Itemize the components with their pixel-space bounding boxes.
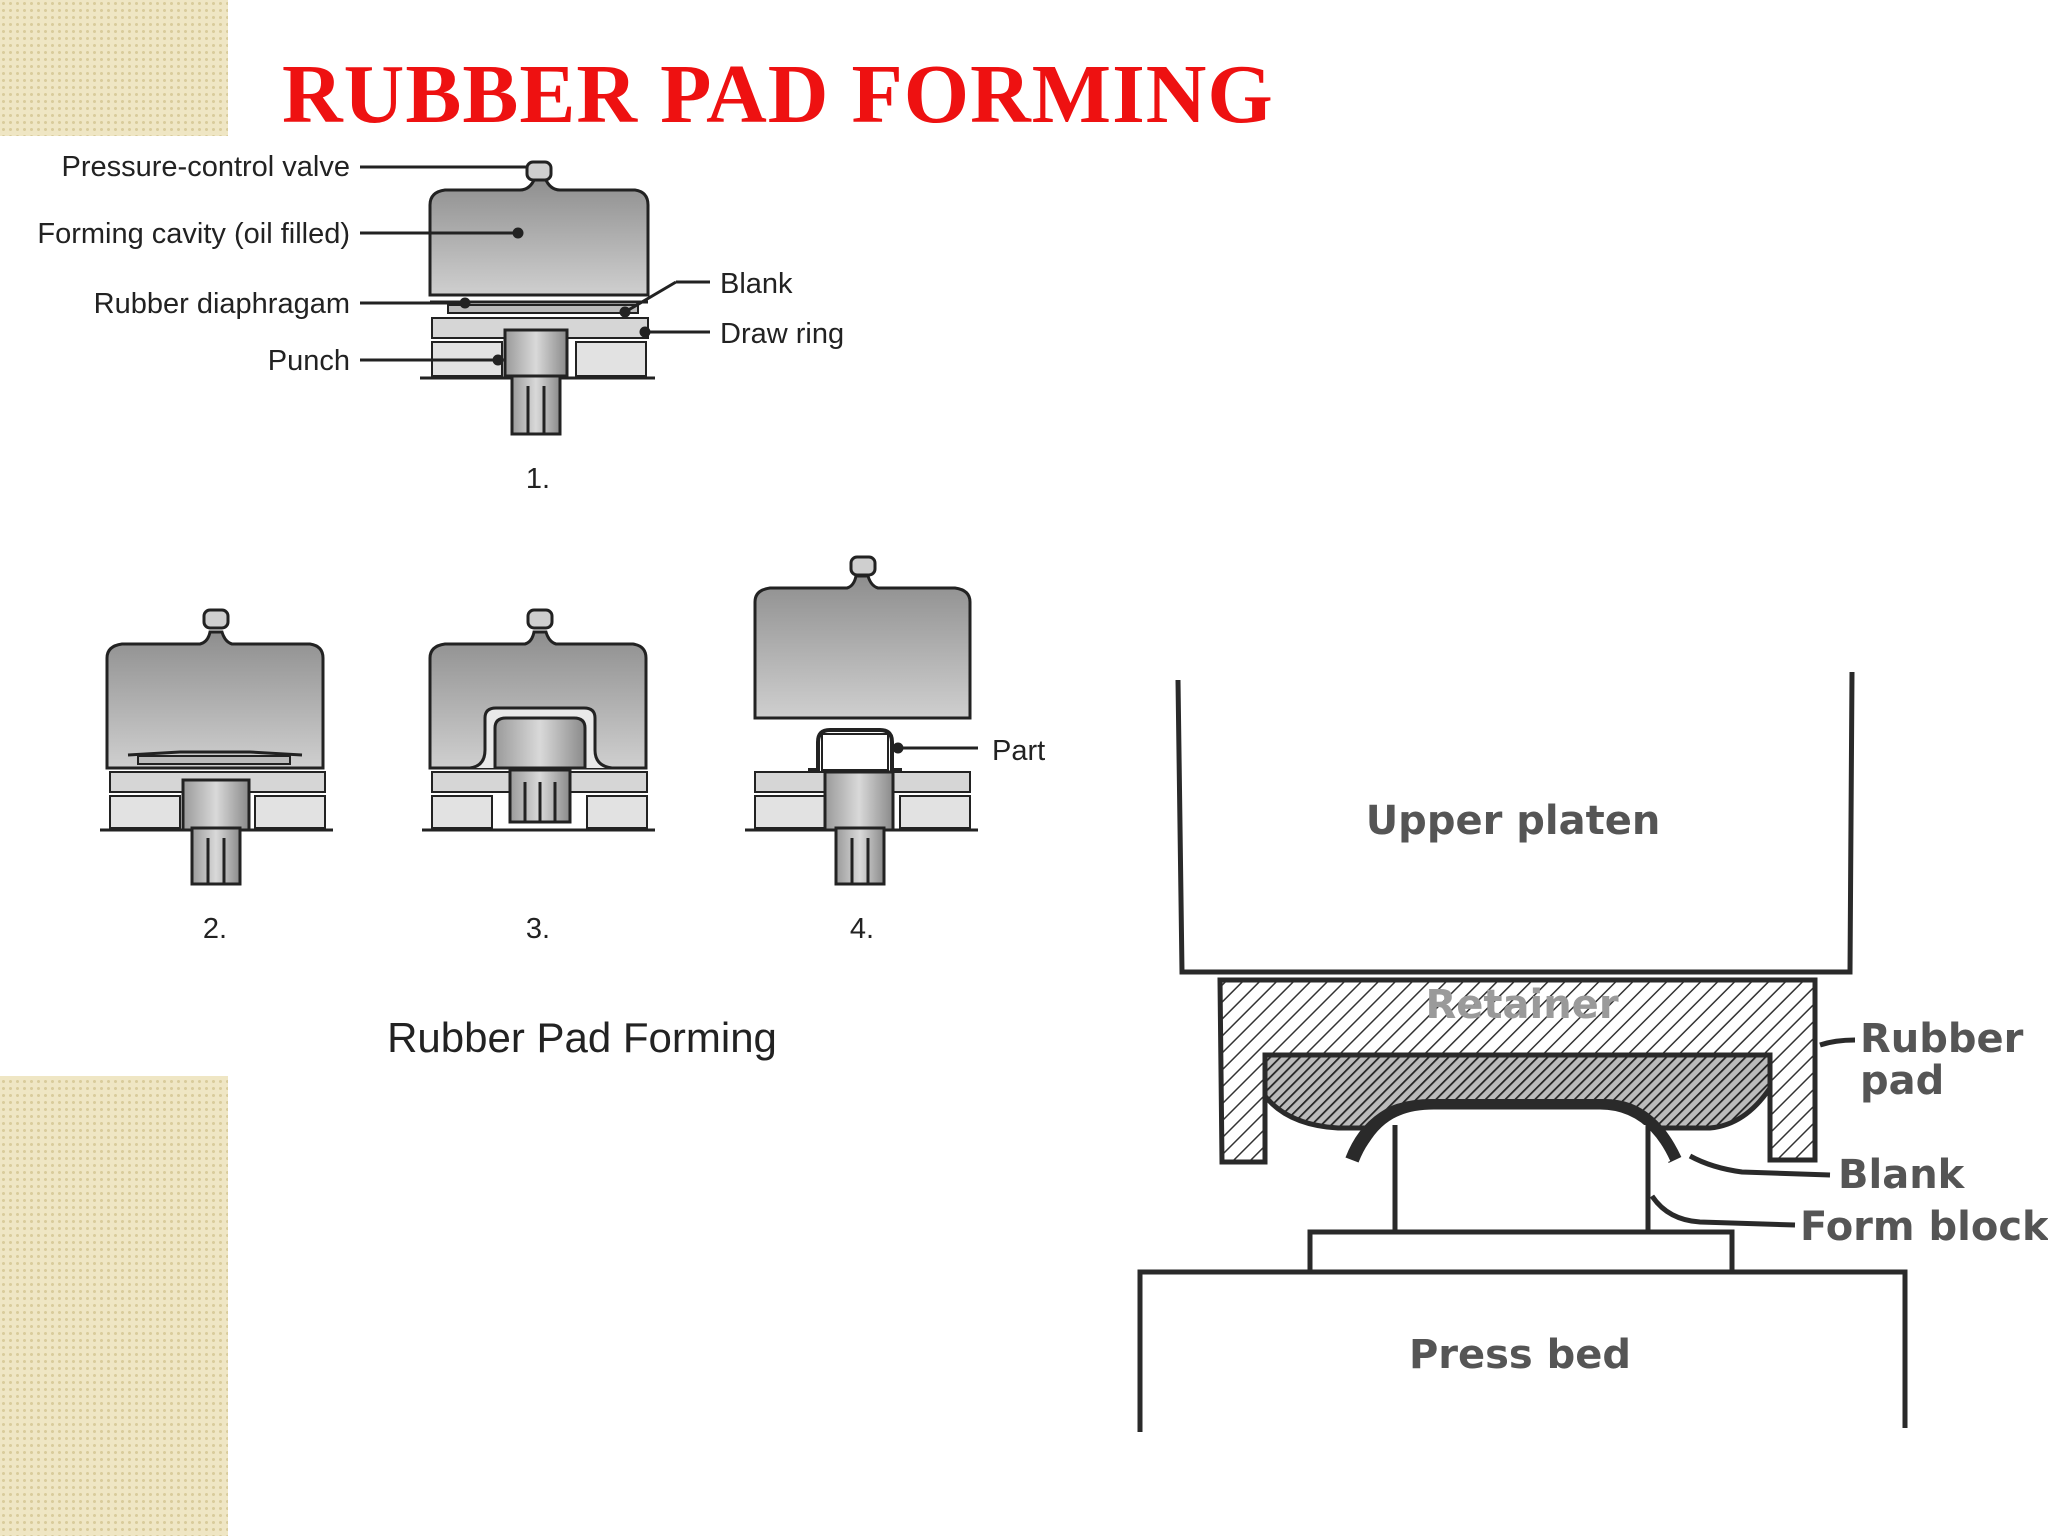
label-part: Part: [992, 735, 1045, 767]
label-punch: Punch: [268, 345, 350, 377]
label-rubber-pad-line1: Rubber: [1860, 1016, 2024, 1062]
step-4-press-diagram: [745, 555, 978, 886]
step-number-2: 2.: [203, 913, 227, 945]
step-3-press-diagram: [422, 608, 655, 832]
label-blank-b: Blank: [1838, 1152, 1966, 1198]
label-upper-platen: Upper platen: [1366, 798, 1661, 844]
label-form-block: Form block: [1800, 1204, 2048, 1250]
label-draw-ring: Draw ring: [720, 318, 844, 350]
step-1-press-diagram: [420, 160, 655, 436]
slide-title: RUBBER PAD FORMING: [282, 48, 1274, 141]
press-section-diagram: [1137, 671, 1908, 1432]
label-pressure-control-valve: Pressure-control valve: [62, 151, 351, 183]
label-forming-cavity: Forming cavity (oil filled): [37, 218, 350, 250]
step-number-3: 3.: [526, 913, 550, 945]
step-2-press-diagram: [100, 608, 333, 886]
step-number-4: 4.: [850, 913, 874, 945]
label-retainer: Retainer: [1425, 982, 1618, 1028]
leader-lines: [360, 165, 978, 754]
label-rubber-pad-line2: pad: [1860, 1058, 1944, 1104]
label-rubber-diaphragm: Rubber diaphragam: [94, 288, 350, 320]
step-number-1: 1.: [526, 463, 550, 495]
label-blank: Blank: [720, 268, 793, 300]
label-press-bed: Press bed: [1409, 1332, 1631, 1378]
diagram-background-panel: [0, 136, 228, 1076]
diagram-caption: Rubber Pad Forming: [387, 1014, 777, 1061]
